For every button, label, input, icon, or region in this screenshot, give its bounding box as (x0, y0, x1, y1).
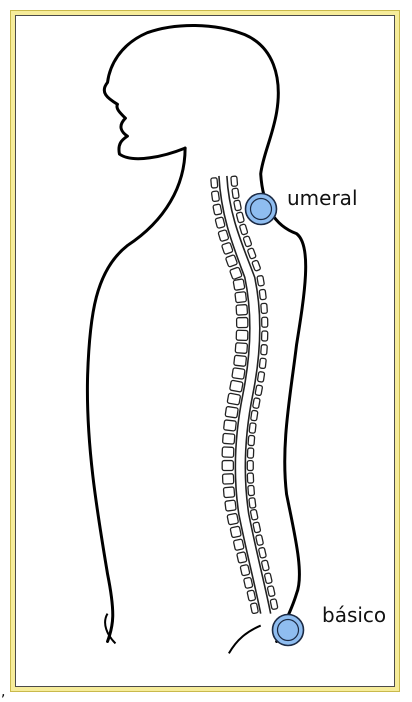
vertebra-process (259, 358, 266, 369)
vertebra (244, 577, 253, 588)
vertebra-process (252, 260, 261, 271)
vertebra (211, 178, 218, 188)
marker-umeral-circle (244, 192, 278, 226)
vertebra-process (262, 317, 268, 327)
vertebra-process (261, 345, 268, 355)
vertebra (237, 318, 248, 328)
vertebra (215, 217, 225, 229)
marker-basico[interactable] (271, 613, 305, 647)
vertebra (223, 433, 235, 444)
vertebra-process (249, 498, 256, 509)
vertebra (250, 603, 258, 614)
vertebra (222, 461, 233, 471)
vertebra-process (262, 331, 268, 341)
vertebra-process (259, 289, 266, 300)
body-silhouette-figure (16, 16, 394, 686)
marker-umeral[interactable] (244, 192, 278, 226)
vertebra-process (248, 435, 255, 445)
diagram-frame: umeral básico (10, 10, 400, 692)
stray-comma: , (1, 684, 5, 700)
vertebra-process (243, 236, 252, 247)
vertebra (223, 487, 234, 498)
vertebra-process (253, 522, 261, 533)
marker-basico-circle (271, 613, 305, 647)
vertebra (230, 380, 244, 392)
vertebra (232, 368, 245, 380)
front-torso-outline (87, 148, 185, 641)
vertebra-process (250, 509, 258, 520)
vertebra (227, 513, 239, 525)
vertebra (222, 447, 234, 457)
vertebra (227, 393, 241, 405)
vertebra-process (247, 473, 253, 483)
vertebra-process (231, 176, 238, 186)
vertebra-process (261, 560, 269, 571)
vertebra (237, 552, 247, 564)
vertebra (240, 564, 250, 575)
vertebra (234, 355, 247, 366)
vertebra (247, 590, 256, 601)
vertebra (218, 230, 229, 242)
vertebra (211, 191, 219, 202)
vertebra-process (257, 275, 265, 286)
vertebra (225, 406, 238, 418)
vertebra-process (249, 423, 256, 434)
vertebra-process (257, 372, 264, 383)
vertebra (230, 267, 243, 280)
vertebra-process (234, 200, 242, 211)
vertebra (235, 292, 247, 303)
vertebra (221, 242, 233, 254)
vertebra (225, 500, 236, 511)
vertebra-process (261, 303, 268, 313)
vertebra-process (232, 188, 239, 199)
vertebra-process (247, 248, 256, 259)
body-outline (104, 25, 305, 641)
vertebra (235, 343, 247, 354)
vertebra (233, 539, 244, 551)
vertebrae-group (211, 176, 278, 614)
vertebra (230, 526, 241, 538)
vertebra-process (247, 448, 253, 458)
diagram-panel: umeral básico (15, 15, 395, 687)
vertebra-process (258, 547, 266, 558)
vertebra (213, 204, 222, 215)
vertebra-process (251, 410, 258, 421)
vertebra-process (267, 586, 275, 597)
marker-umeral-label: umeral (287, 186, 358, 210)
vertebra (236, 330, 248, 340)
vertebra (222, 474, 233, 484)
vertebra (236, 305, 248, 316)
marker-basico-label: básico (322, 603, 386, 627)
vertebra-process (264, 573, 272, 584)
hip-line (229, 626, 261, 654)
vertebra (225, 255, 237, 268)
vertebra-process (248, 485, 255, 495)
vertebra (224, 420, 237, 431)
vertebra-process (256, 535, 264, 546)
vertebra-process (255, 385, 263, 396)
vertebra-process (253, 398, 261, 409)
vertebra-process (247, 461, 253, 471)
vertebra (233, 279, 245, 291)
vertebra-process (270, 599, 278, 610)
